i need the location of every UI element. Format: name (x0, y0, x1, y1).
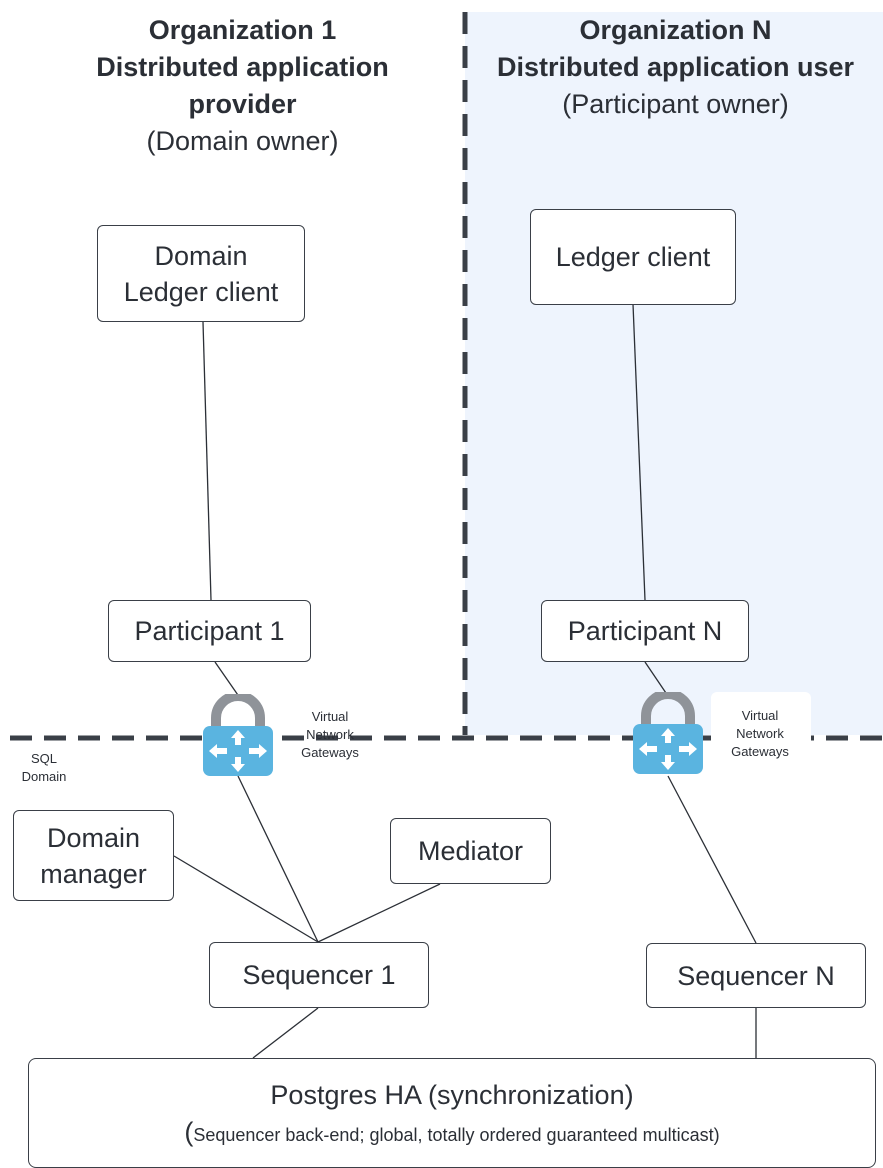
gateway-n-label-line1: Virtual (741, 708, 779, 723)
gateway-n-label-background (711, 692, 811, 764)
orgn-header: Organization N Distributed application u… (468, 12, 883, 123)
participant-n-label: Participant N (567, 616, 723, 646)
gateway-1-label: Virtual Network Gateways (290, 708, 370, 762)
edge-participant1-to-gateway (214, 661, 241, 699)
gateway-1-label-line3: Gateways (301, 745, 359, 760)
sequencer-n-box: Sequencer N (646, 943, 866, 1008)
postgres-ha-box: Postgres HA (synchronization) (Sequencer… (28, 1058, 876, 1168)
ledger-client-box: Ledger client (530, 209, 736, 305)
gateway-n-label: Virtual Network Gateways (720, 707, 800, 761)
org1-subtitle: Distributed application (96, 52, 389, 82)
gateway-n-label-line2: Network (736, 726, 784, 741)
domain-manager-line1: Domain (46, 822, 141, 853)
orgn-subtitle: Distributed application user (496, 52, 855, 82)
edge-sequencer1-to-postgres (252, 1007, 319, 1059)
sql-domain-line1: SQL (30, 751, 57, 766)
postgres-title: Postgres HA (synchronization) (270, 1080, 634, 1110)
orgn-role: (Participant owner) (562, 89, 789, 119)
domain-ledger-client-line2: Ledger client (123, 276, 279, 307)
edge-gatewayn-to-sequencern (667, 775, 757, 944)
postgres-detail-line: (Sequencer back-end; global, totally ord… (29, 1117, 875, 1150)
gateway-1-label-line2: Network (306, 727, 354, 742)
participant-1-box: Participant 1 (108, 600, 311, 662)
domain-ledger-client-line1: Domain (154, 240, 248, 271)
edge-mediator-to-sequencer1 (317, 883, 441, 943)
edge-domain-manager-to-sequencer1 (173, 855, 319, 943)
sequencer-1-label: Sequencer 1 (242, 960, 396, 990)
edge-participantn-to-gateway (644, 661, 669, 697)
postgres-open-paren: ( (184, 1117, 194, 1147)
org1-header: Organization 1 Distributed application p… (30, 12, 455, 160)
gateway-1-label-line1: Virtual (311, 709, 349, 724)
domain-manager-line2: manager (40, 858, 147, 889)
mediator-box: Mediator (390, 818, 551, 884)
virtual-network-gateway-1-icon (201, 691, 275, 778)
gateway-n-label-line3: Gateways (731, 744, 789, 759)
ledger-client-label: Ledger client (555, 242, 711, 272)
participant-1-label: Participant 1 (134, 616, 285, 646)
org1-subtitle2: provider (188, 89, 297, 119)
org1-role: (Domain owner) (146, 126, 339, 156)
postgres-detail: Sequencer back-end; global, totally orde… (193, 1125, 720, 1145)
edge-ledger-client-to-participantn (632, 303, 646, 601)
org1-title: Organization 1 (148, 15, 337, 45)
mediator-label: Mediator (417, 836, 524, 866)
domain-manager-box: Domain manager (13, 810, 174, 901)
sql-domain-line2: Domain (21, 769, 67, 784)
orgn-title: Organization N (579, 15, 772, 45)
domain-ledger-client-box: Domain Ledger client (97, 225, 305, 322)
edge-gateway1-to-sequencer1 (237, 775, 319, 943)
sequencer-1-box: Sequencer 1 (209, 942, 429, 1008)
sql-domain-label: SQL Domain (14, 750, 74, 786)
virtual-network-gateway-n-icon (631, 689, 705, 776)
edge-domain-ledger-to-participant1 (202, 321, 212, 601)
participant-n-box: Participant N (541, 600, 749, 662)
sequencer-n-label: Sequencer N (677, 960, 835, 991)
